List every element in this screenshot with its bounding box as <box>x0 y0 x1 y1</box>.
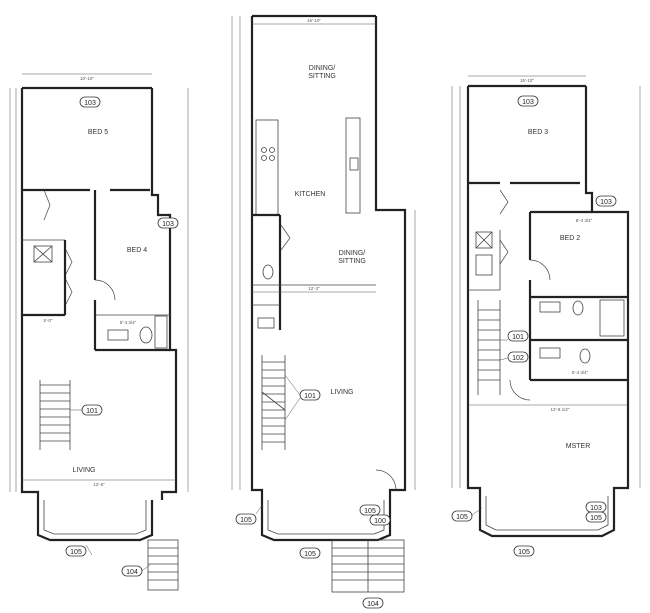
dim-label: 12'-2" <box>308 286 320 291</box>
room-label-bed5: BED 5 <box>88 129 108 136</box>
dim-label: 12'-8 1/2" <box>551 407 570 412</box>
svg-text:103: 103 <box>84 100 96 107</box>
svg-text:102: 102 <box>512 355 524 362</box>
tag-105: 105 <box>359 504 381 516</box>
room-label-bed3: BED 3 <box>528 129 548 136</box>
svg-text:105: 105 <box>456 514 468 521</box>
tag-105: 105 <box>235 513 257 525</box>
svg-text:105: 105 <box>518 549 530 556</box>
right-floor-plan: BED 3 BED 2 MSTER 15'-10" 8'-4 3/4" 5'-4… <box>451 75 641 557</box>
svg-text:103: 103 <box>600 199 612 206</box>
svg-text:104: 104 <box>126 569 138 576</box>
dim-label: 15'-10" <box>520 78 534 83</box>
svg-text:105: 105 <box>240 517 252 524</box>
svg-text:101: 101 <box>512 334 524 341</box>
svg-text:103: 103 <box>522 99 534 106</box>
dim-label: 5'-4 3/4" <box>120 320 137 325</box>
room-label-living: LIVING <box>331 389 354 396</box>
svg-text:105: 105 <box>304 551 316 558</box>
tag-105: 105 <box>513 545 535 557</box>
svg-text:101: 101 <box>304 393 316 400</box>
dim-label: 10'-10" <box>80 76 94 81</box>
dim-label: 5'-0" <box>44 318 53 323</box>
svg-text:103: 103 <box>590 505 602 512</box>
room-label-dining-sitting-top: DINING/SITTING <box>308 65 336 80</box>
svg-text:105: 105 <box>364 508 376 515</box>
tag-101: 101 <box>81 404 103 416</box>
room-label-master: MSTER <box>566 443 591 450</box>
svg-text:100: 100 <box>374 518 386 525</box>
dim-label: 12'-6" <box>93 482 105 487</box>
left-floor-plan: BED 5 BED 4 LIVING 10'-10" 5'-4 3/4" 5'-… <box>9 73 189 591</box>
tag-101: 101 <box>299 389 321 401</box>
tag-105: 105 <box>585 511 607 523</box>
tag-103: 103 <box>517 95 539 107</box>
svg-text:104: 104 <box>367 601 379 608</box>
tag-104: 104 <box>362 597 384 609</box>
room-label-bed2: BED 2 <box>560 235 580 242</box>
room-label-living: LIVING <box>73 467 96 474</box>
tag-103: 103 <box>595 195 617 207</box>
tag-104: 104 <box>121 565 143 577</box>
tag-102: 102 <box>507 351 529 363</box>
room-label-dining-sitting-mid: DINING/SITTING <box>338 250 366 265</box>
tag-103: 103 <box>157 217 179 229</box>
room-label-bed4: BED 4 <box>127 247 147 254</box>
dim-label: 16'-10" <box>307 18 321 23</box>
dim-label: 5'-4 3/4" <box>572 370 589 375</box>
tag-105: 105 <box>299 547 321 559</box>
svg-text:103: 103 <box>162 221 174 228</box>
tag-105: 105 <box>65 545 87 557</box>
svg-text:105: 105 <box>590 515 602 522</box>
tag-103: 103 <box>79 96 101 108</box>
dim-label: 8'-4 3/4" <box>576 218 593 223</box>
svg-text:101: 101 <box>86 408 98 415</box>
tag-103: 103 <box>585 501 607 513</box>
svg-text:105: 105 <box>70 549 82 556</box>
middle-floor-plan: DINING/SITTING KITCHEN DINING/SITTING LI… <box>231 14 416 609</box>
tag-105: 105 <box>451 510 473 522</box>
tag-100: 100 <box>369 514 391 526</box>
room-label-kitchen: KITCHEN <box>295 191 326 198</box>
tag-101: 101 <box>507 330 529 342</box>
